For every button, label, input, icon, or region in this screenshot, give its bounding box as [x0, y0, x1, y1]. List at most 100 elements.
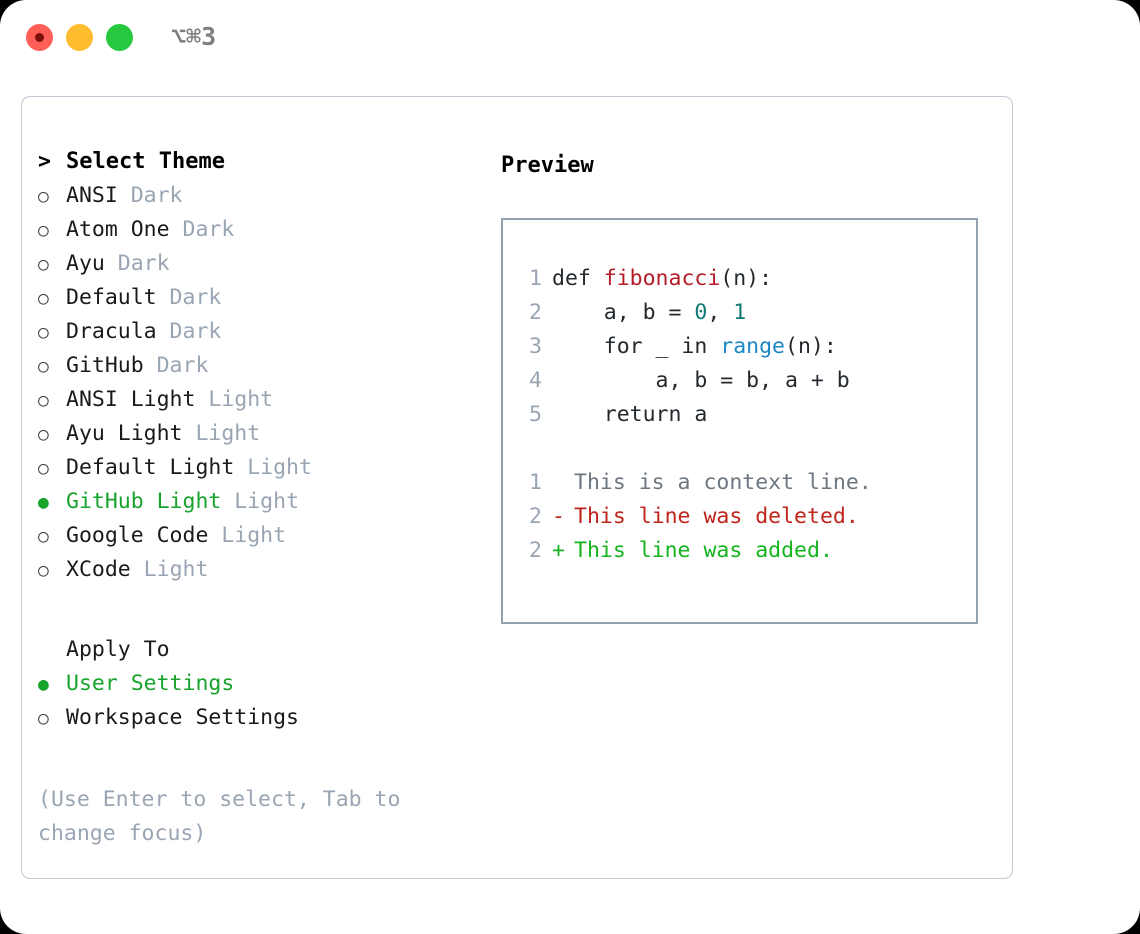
theme-variant-badge: Dark: [169, 217, 235, 242]
radio-unselected-icon: ○: [38, 186, 49, 207]
apply-to-option[interactable]: ○ Workspace Settings: [38, 705, 498, 739]
theme-name: XCode: [66, 557, 131, 582]
line-number: 2: [529, 300, 542, 325]
diff-sample: 1 This is a context line. 2-This line was…: [520, 466, 976, 568]
code-line: 5 return a: [520, 398, 976, 432]
apply-to-option-label: Workspace Settings: [66, 705, 299, 730]
code-text: def fibonacci(n):: [542, 262, 772, 296]
theme-variant-badge: Dark: [117, 183, 183, 208]
theme-variant-badge: Light: [182, 421, 261, 446]
theme-variant-badge: Dark: [104, 251, 170, 276]
apply-to-heading: ○ Apply To: [38, 637, 498, 671]
code-token: return a: [552, 402, 708, 427]
theme-option[interactable]: ○ANSI Dark: [38, 183, 498, 217]
theme-variant-badge: Dark: [156, 319, 222, 344]
preview-title: Preview: [501, 153, 594, 178]
code-line: 4 a, b = b, a + b: [520, 364, 976, 398]
line-number: 4: [529, 368, 542, 393]
radio-unselected-icon: ○: [38, 254, 49, 275]
radio-unselected-icon: ○: [38, 356, 49, 377]
theme-option[interactable]: ○Google Code Light: [38, 523, 498, 557]
line-number: 3: [529, 334, 542, 359]
diff-sign: [542, 466, 574, 500]
diff-text: This line was added.: [574, 538, 833, 563]
theme-variant-badge: Light: [221, 489, 300, 514]
spacer: [520, 432, 976, 466]
theme-option[interactable]: ○GitHub Dark: [38, 353, 498, 387]
theme-name: Dracula: [66, 319, 157, 344]
code-text: for _ in range(n):: [542, 330, 837, 364]
radio-unselected-icon: ○: [38, 560, 49, 581]
spacer: [38, 739, 498, 777]
code-token: a, b = b, a + b: [552, 368, 850, 393]
line-number: 5: [529, 402, 542, 427]
theme-variant-badge: Light: [195, 387, 274, 412]
code-token: (n):: [720, 266, 773, 291]
keyboard-hint: (Use Enter to select, Tab to change focu…: [38, 787, 401, 846]
theme-name: Ayu Light: [66, 421, 183, 446]
apply-to-label: Apply To: [66, 637, 170, 662]
theme-variant-badge: Light: [208, 523, 287, 548]
diff-text: This line was deleted.: [574, 504, 859, 529]
traffic-light-controls: [26, 24, 133, 51]
diff-sign: +: [552, 538, 565, 563]
theme-name: GitHub Light: [66, 489, 222, 514]
theme-variant-badge: Light: [234, 455, 312, 480]
apply-to-option-label: User Settings: [66, 671, 235, 696]
diff-line: 2-This line was deleted.: [520, 500, 976, 534]
code-text: a, b = b, a + b: [542, 364, 850, 398]
theme-option[interactable]: ○XCode Light: [38, 557, 498, 591]
radio-unselected-icon: ○: [38, 322, 49, 343]
minimize-button[interactable]: [66, 24, 93, 51]
apply-to-option[interactable]: ●User Settings: [38, 671, 498, 705]
window-title: ⌥⌘3: [171, 22, 217, 51]
theme-option[interactable]: ● GitHub Light Light: [38, 489, 498, 523]
code-token: (n):: [785, 334, 837, 359]
theme-name: Ayu: [66, 251, 105, 276]
theme-option[interactable]: ○ Ayu Light Light: [38, 421, 498, 455]
code-token: range: [720, 334, 786, 359]
theme-option[interactable]: ○Default Light Light: [38, 455, 498, 489]
theme-option[interactable]: ○ Dracula Dark: [38, 319, 498, 353]
radio-unselected-icon: ○: [38, 424, 49, 445]
radio-unselected-icon: ○: [38, 288, 49, 309]
select-theme-label: Select Theme: [66, 149, 225, 174]
diff-sign: -: [552, 504, 565, 529]
line-number: 1: [529, 266, 542, 291]
maximize-button[interactable]: [106, 24, 133, 51]
radio-unselected-icon: ○: [38, 708, 49, 729]
code-token: a, b =: [552, 300, 695, 325]
select-theme-heading: > Select Theme: [38, 149, 498, 183]
theme-name: Default: [66, 285, 157, 310]
spacer: [38, 591, 498, 637]
diff-line: 2+This line was added.: [520, 534, 976, 568]
line-number: 1: [529, 470, 542, 495]
prompt-caret-icon: >: [38, 149, 51, 174]
diff-text: This is a context line.: [574, 470, 872, 495]
theme-option[interactable]: ○ ANSI Light Light: [38, 387, 498, 421]
theme-variant-badge: Dark: [156, 285, 222, 310]
apply-to-options: ●User Settings ○ Workspace Settings: [38, 671, 498, 739]
code-token: 0: [694, 300, 708, 325]
radio-unselected-icon: ○: [38, 390, 49, 411]
line-number: 2: [529, 504, 542, 529]
theme-selector-column: > Select Theme ○ANSI Dark○Atom One Dark○…: [38, 149, 498, 851]
theme-option[interactable]: ○ Atom One Dark: [38, 217, 498, 251]
theme-option[interactable]: ○ Ayu Dark: [38, 251, 498, 285]
theme-list: ○ANSI Dark○Atom One Dark○Ayu Dark○Defaul…: [38, 183, 498, 591]
theme-option[interactable]: ○ Default Dark: [38, 285, 498, 319]
theme-name: Atom One: [66, 217, 170, 242]
close-button[interactable]: [26, 24, 53, 51]
theme-name: Google Code: [66, 523, 209, 548]
code-token: fibonacci: [603, 266, 721, 291]
radio-selected-icon: ●: [38, 492, 49, 513]
radio-unselected-icon: ○: [38, 220, 49, 241]
code-token: for _ in: [552, 334, 721, 359]
code-token: ,: [707, 300, 734, 325]
theme-name: ANSI Light: [66, 387, 196, 412]
